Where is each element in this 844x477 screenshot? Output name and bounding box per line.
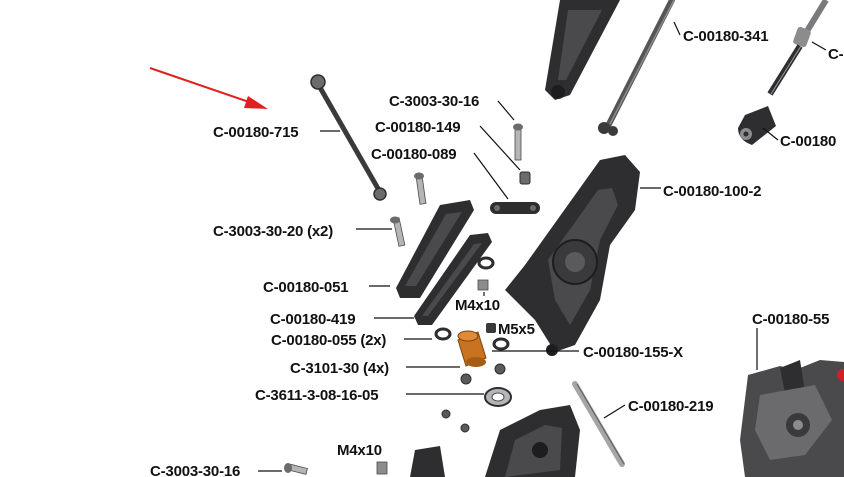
screw-c3003-30-20-b — [390, 216, 406, 247]
nut-c3101-30-d — [460, 423, 470, 433]
ball-joint-cup — [738, 106, 776, 145]
drive-shaft-top — [598, 0, 675, 136]
washer-c00180-055-b — [492, 337, 510, 351]
label-c00180-partial-right: C-00180 — [780, 133, 836, 150]
turnbuckle-top-right — [767, 0, 829, 96]
label-c00180-219: C-00180-219 — [628, 398, 713, 415]
label-c3003-30-16-top: C-3003-30-16 — [389, 93, 479, 110]
label-m4x10-mid: M4x10 — [455, 297, 500, 314]
label-m5x5: M5x5 — [498, 321, 535, 338]
label-c00180-155-x: C-00180-155-X — [583, 344, 683, 361]
screw-c3003-30-20-a — [414, 172, 427, 205]
screw-c3003-30-16-bottom — [284, 463, 308, 475]
dogbone-shaft — [310, 74, 387, 201]
label-c3003-30-20: C-3003-30-20 (x2) — [213, 223, 333, 240]
washer-c00180-055-a — [434, 327, 452, 341]
label-c00180-149: C-00180-149 — [375, 119, 460, 136]
label-c-partial-top: C- — [828, 46, 844, 63]
nut-c3101-30-c — [441, 409, 451, 419]
screw-m4x10-bottom — [376, 461, 388, 475]
bracket-c00180-051 — [396, 200, 474, 298]
label-c00180-341: C-00180-341 — [683, 28, 768, 45]
screw-c3003-30-16-top — [513, 123, 523, 161]
label-c00180-089: C-00180-089 — [371, 146, 456, 163]
label-c00180-051: C-00180-051 — [263, 279, 348, 296]
bearing-c3611 — [484, 387, 512, 407]
upright-c00180-100-2 — [505, 155, 640, 356]
nut-c3101-30-a — [460, 373, 472, 385]
grub-screw-m5x5 — [486, 323, 496, 333]
leader-lines — [258, 21, 827, 472]
bracket-c00180-419 — [414, 233, 492, 325]
label-m4x10-bottom: M4x10 — [337, 442, 382, 459]
label-c3003-30-16-bottom: C-3003-30-16 — [150, 463, 240, 477]
label-c00180-100-2: C-00180-100-2 — [663, 183, 761, 200]
suspension-arm-top — [545, 0, 620, 100]
lower-carrier — [410, 405, 580, 477]
chassis-plate-right — [740, 360, 844, 477]
label-c3611: C-3611-3-08-16-05 — [255, 387, 378, 404]
label-c00180-055: C-00180-055 (2x) — [271, 332, 386, 349]
pin-c00180-219 — [572, 381, 625, 467]
nut-c00180-149 — [519, 171, 531, 185]
washer-a — [477, 256, 495, 270]
label-c00180-55-partial: C-00180-55 — [752, 311, 829, 328]
label-c00180-715: C-00180-715 — [213, 124, 298, 141]
label-c3101-30: C-3101-30 (4x) — [290, 360, 389, 377]
label-c00180-419: C-00180-419 — [270, 311, 355, 328]
callout-labels: C-00180-341 C- C-3003-30-16 C-00180-715 … — [150, 28, 844, 477]
nut-c3101-30-b — [494, 363, 506, 375]
hub-c00180-155-x — [457, 330, 487, 367]
set-screw-m4x10-mid — [477, 279, 489, 291]
red-arrow-icon — [149, 67, 268, 109]
link-c00180-089 — [490, 202, 540, 214]
